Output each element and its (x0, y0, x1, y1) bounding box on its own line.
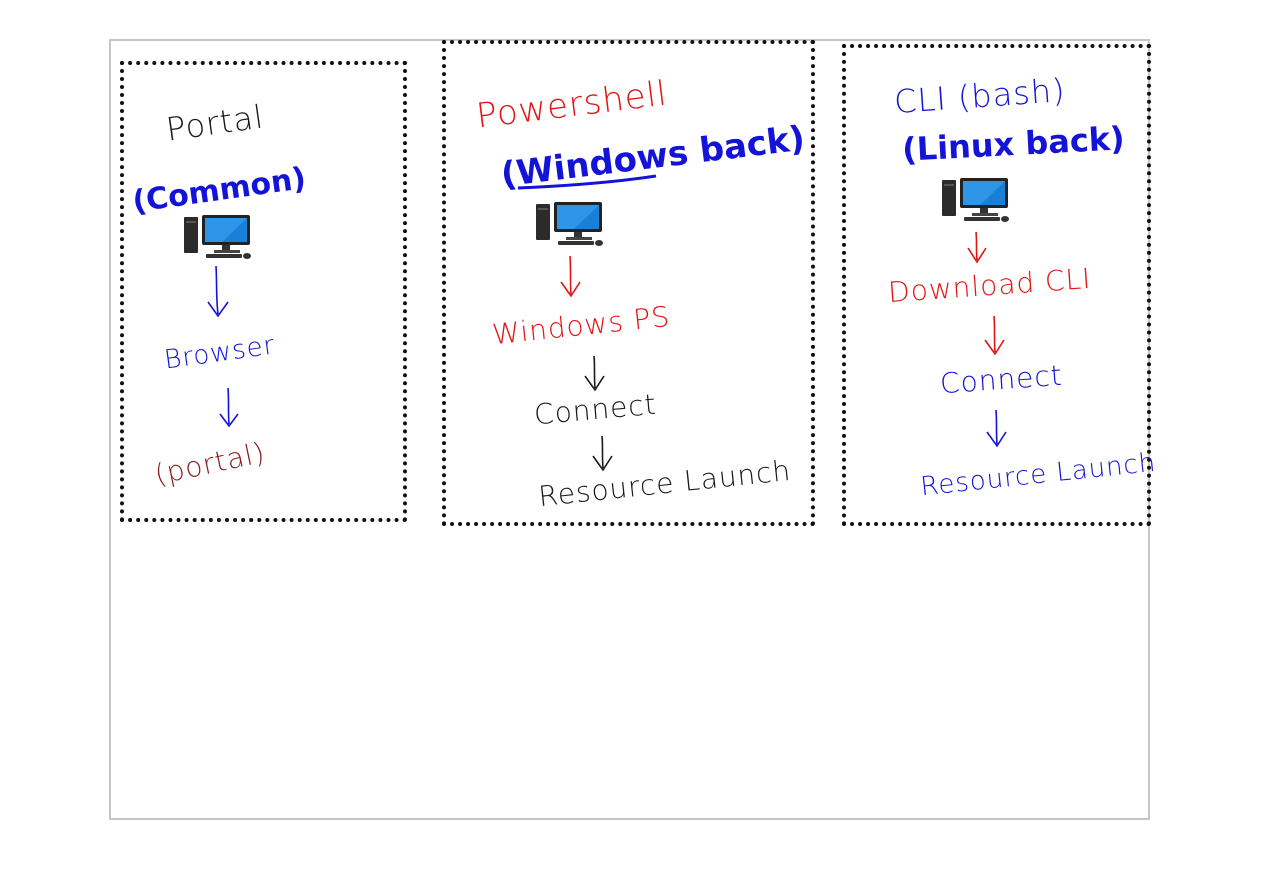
desktop-computer-icon (536, 202, 603, 246)
whiteboard-page (109, 39, 1150, 820)
underline-stroke (517, 174, 657, 190)
arrow-down-icon (560, 255, 581, 298)
desktop-computer-icon (942, 178, 1009, 222)
desktop-computer-icon (184, 215, 251, 259)
cli-panel (842, 44, 1151, 526)
arrow-down-icon (986, 409, 1007, 448)
arrow-down-icon (967, 231, 987, 264)
arrow-down-icon (592, 435, 613, 472)
arrow-down-icon (584, 355, 605, 392)
arrow-down-icon (984, 315, 1005, 356)
portal-panel (120, 61, 407, 522)
powershell-panel (442, 40, 815, 526)
arrow-down-icon (207, 265, 229, 318)
cli-step-connect: Connect (938, 358, 1064, 401)
arrow-down-icon (219, 387, 239, 428)
